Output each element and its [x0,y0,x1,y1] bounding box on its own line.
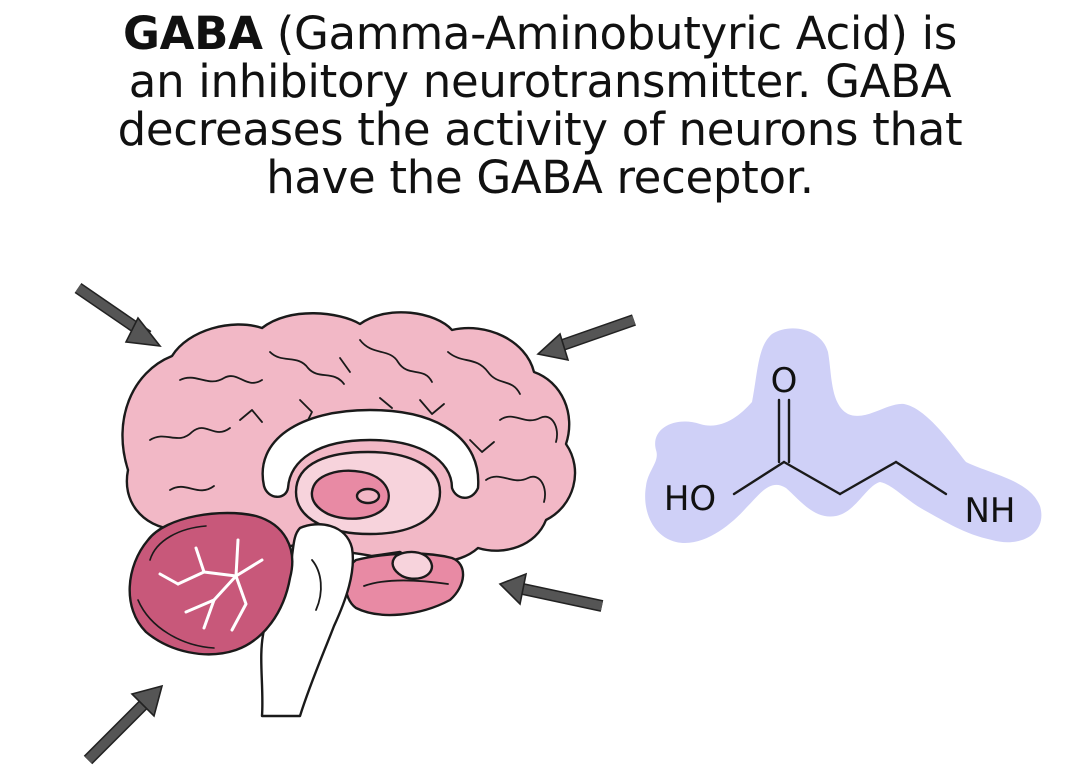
arrows [74,283,636,765]
gyri-lines [149,339,558,503]
hippocampus [391,550,434,580]
thalamus-nucleus [355,487,381,505]
cerebellum-folia [137,525,215,649]
cerebellum [128,511,294,656]
arrow-top-left [74,283,162,348]
arrow-mid-right [498,572,604,612]
amine-label: NH [965,491,1016,531]
molecule-highlight [645,328,1042,544]
temporal-fold [363,579,449,587]
thalamus [310,469,390,520]
brain-illustration [121,311,577,718]
pons-line [311,559,322,611]
arrow-bottom-left [83,684,164,765]
headline-line-4: have the GABA receptor. [266,151,814,204]
headline-line-3: decreases the activity of neurons that [117,103,963,156]
cerebellum-branches [158,538,264,632]
headline-line-1: GABA (Gamma-Aminobutyric Acid) is [60,10,1020,58]
oxygen-label: O [771,361,798,401]
arrow-top-right [536,314,636,362]
headline-line-1-rest: (Gamma-Aminobutyric Acid) is [262,7,958,60]
corpus-callosum [261,408,480,499]
molecule-bonds [732,398,948,496]
headline-line-2: an inhibitory neurotransmitter. GABA [128,55,952,108]
headline: GABA (Gamma-Aminobutyric Acid) is an inh… [60,10,1020,202]
gaba-molecule: O HO NH [645,328,1042,544]
hydroxyl-label: HO [664,479,716,519]
headline-term: GABA [123,7,263,60]
